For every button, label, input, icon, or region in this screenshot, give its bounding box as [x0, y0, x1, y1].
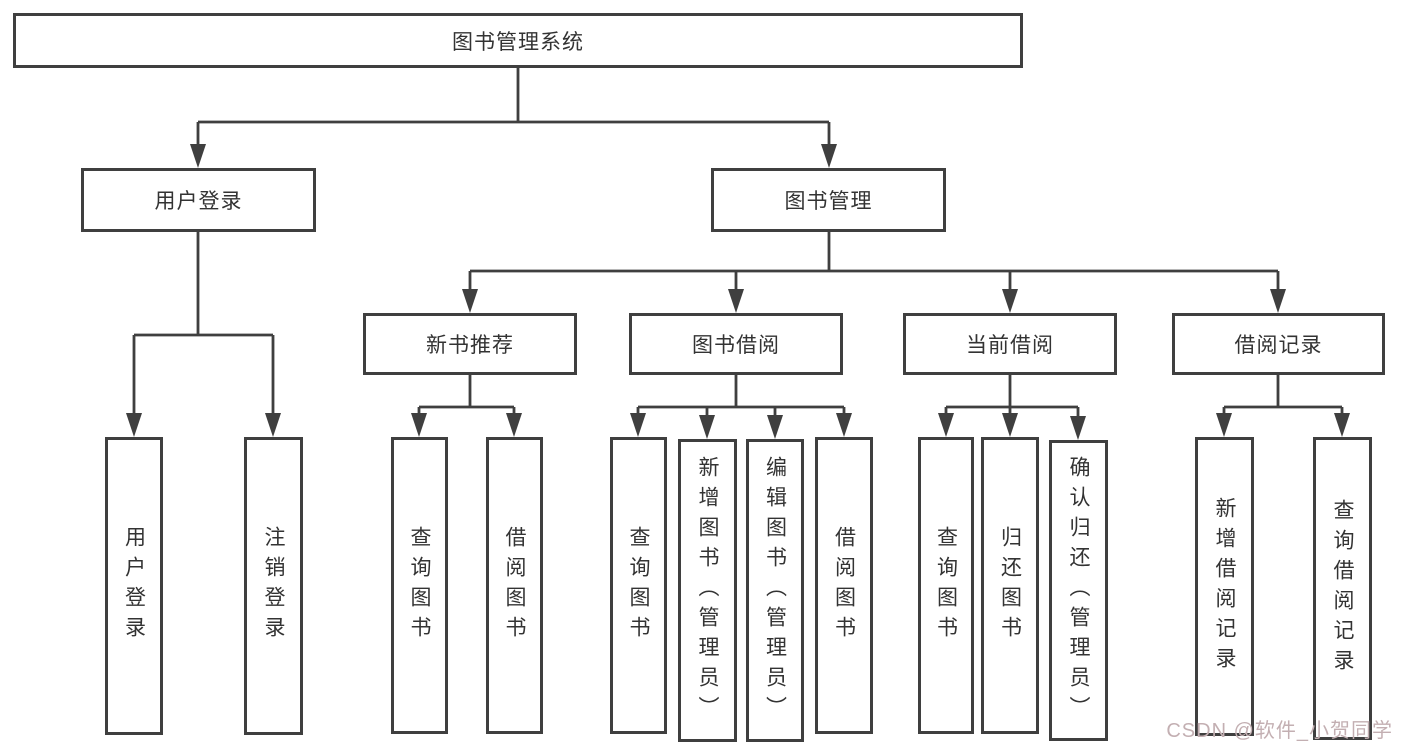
- leaf-recommend-query-books: 查询图书: [391, 437, 448, 734]
- arrow-down-icon: [506, 413, 522, 437]
- leaf-borrow-edit-books-admin: 编辑图书（管理员）: [746, 439, 804, 742]
- arrow-down-icon: [190, 144, 206, 168]
- node-borrow-records: 借阅记录: [1172, 313, 1385, 375]
- arrow-down-icon: [938, 413, 954, 437]
- arrow-down-icon: [265, 413, 281, 437]
- csdn-watermark: CSDN @软件_小贺同学: [1166, 720, 1393, 742]
- arrow-down-icon: [1002, 413, 1018, 437]
- node-current-borrow: 当前借阅: [903, 313, 1117, 375]
- leaf-records-add-borrow-record: 新增借阅记录: [1195, 437, 1254, 736]
- node-root: 图书管理系统: [13, 13, 1023, 68]
- arrow-down-icon: [630, 413, 646, 437]
- leaf-current-return-books: 归还图书: [981, 437, 1039, 734]
- node-new-book-recommend: 新书推荐: [363, 313, 577, 375]
- arrow-down-icon: [821, 144, 837, 168]
- arrow-down-icon: [1070, 416, 1086, 440]
- leaf-borrow-add-books-admin: 新增图书（管理员）: [678, 439, 737, 742]
- leaf-borrow-query-books: 查询图书: [610, 437, 667, 734]
- leaf-records-query-borrow-record: 查询借阅记录: [1313, 437, 1372, 740]
- node-book-management: 图书管理: [711, 168, 946, 232]
- node-user-login: 用户登录: [81, 168, 316, 232]
- node-book-borrow: 图书借阅: [629, 313, 843, 375]
- leaf-user-login: 用户登录: [105, 437, 163, 735]
- arrow-down-icon: [767, 415, 783, 439]
- arrow-down-icon: [1216, 413, 1232, 437]
- arrow-down-icon: [411, 413, 427, 437]
- tree-connectors: [132, 68, 1344, 423]
- leaf-borrow-borrow-books: 借阅图书: [815, 437, 873, 734]
- arrow-down-icon: [1334, 413, 1350, 437]
- arrow-down-icon: [728, 289, 744, 313]
- leaf-current-query-books: 查询图书: [918, 437, 974, 734]
- arrow-down-icon: [699, 415, 715, 439]
- leaf-recommend-borrow-books: 借阅图书: [486, 437, 543, 734]
- arrow-down-icon: [126, 413, 142, 437]
- leaf-current-confirm-return-admin: 确认归还（管理员）: [1049, 440, 1108, 741]
- leaf-logout: 注销登录: [244, 437, 303, 735]
- arrow-down-icon: [1002, 289, 1018, 313]
- arrow-down-icon: [1270, 289, 1286, 313]
- arrow-down-icon: [836, 413, 852, 437]
- arrowhead-icons: [126, 144, 1350, 440]
- arrow-down-icon: [462, 289, 478, 313]
